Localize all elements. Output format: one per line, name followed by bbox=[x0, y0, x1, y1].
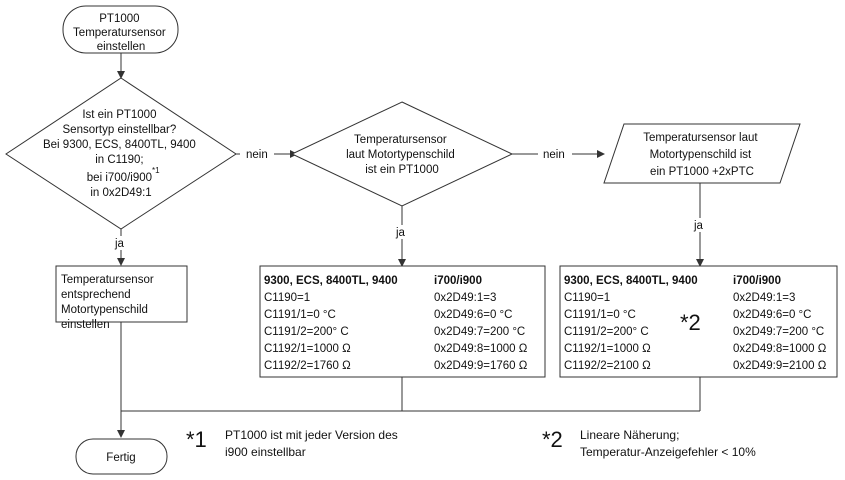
io-motor-pt1000-2xptc bbox=[603, 123, 801, 184]
table-mid-row-left: C1191/2=200° C bbox=[264, 326, 349, 338]
table-right-row-left: C1190=1 bbox=[564, 292, 610, 304]
edge-label-nein-2: nein bbox=[543, 149, 565, 161]
decision-motor-pt1000 bbox=[290, 101, 514, 207]
table-right-rows: C1190=1 0x2D49:1=3 C1191/1=0 °C 0x2D49:6… bbox=[564, 292, 827, 372]
table-mid-row-right: 0x2D49:7=200 °C bbox=[434, 326, 525, 338]
table-right-row-left: C1192/1=1000 Ω bbox=[564, 343, 651, 355]
end-label: Fertig bbox=[106, 452, 135, 464]
edge-label-ja-1: ja bbox=[114, 238, 125, 250]
table-right-marker: *2 bbox=[680, 310, 701, 335]
start-terminator bbox=[62, 5, 179, 54]
table-mid-row-right: 0x2D49:9=1760 Ω bbox=[434, 360, 528, 372]
process-set-per-nameplate bbox=[55, 265, 188, 323]
edge-label-nein-1: nein bbox=[246, 149, 268, 161]
table-mid-row-left: C1192/2=1760 Ω bbox=[264, 360, 351, 372]
table-right-row-left: C1191/2=200° C bbox=[564, 326, 649, 338]
table-mid-row-right: 0x2D49:8=1000 Ω bbox=[434, 343, 528, 355]
table-right-row-left: C1191/1=0 °C bbox=[564, 309, 636, 321]
decision1-label: Ist ein PT1000 Sensortyp einstellbar? Be… bbox=[43, 109, 199, 199]
table-mid-row-left: C1191/1=0 °C bbox=[264, 309, 336, 321]
process-table-pt1000 bbox=[259, 265, 546, 378]
decision1-footnote-ref: *1 bbox=[152, 166, 160, 175]
edge-label-ja-2: ja bbox=[395, 227, 406, 239]
table-right-row-left: C1192/2=2100 Ω bbox=[564, 360, 651, 372]
table-right-row-right: 0x2D49:7=200 °C bbox=[733, 326, 824, 338]
table-mid-rows: C1190=1 0x2D49:1=3 C1191/1=0 °C 0x2D49:6… bbox=[264, 292, 528, 372]
decision2-label: Temperatursensor laut Motortypenschild i… bbox=[346, 134, 458, 176]
table-right-row-right: 0x2D49:6=0 °C bbox=[733, 309, 811, 321]
table-right-header-right: i700/i900 bbox=[733, 275, 781, 287]
footnote-2-marker: *2 bbox=[542, 427, 563, 452]
table-mid-row-right: 0x2D49:1=3 bbox=[434, 292, 496, 304]
table-mid-row-left: C1192/1=1000 Ω bbox=[264, 343, 351, 355]
footnote-2-text: Lineare Näherung; Temperatur-Anzeigefehl… bbox=[580, 428, 756, 459]
footnote-1-marker: *1 bbox=[186, 427, 207, 452]
end-terminator bbox=[75, 438, 168, 475]
table-mid-header-left: 9300, ECS, 8400TL, 9400 bbox=[264, 275, 398, 287]
edge-label-ja-3: ja bbox=[693, 220, 704, 232]
table-mid-row-right: 0x2D49:6=0 °C bbox=[434, 309, 512, 321]
footnote-1-text: PT1000 ist mit jeder Version des i900 ei… bbox=[225, 428, 401, 459]
process-left-label: Temperatursensor entsprechend Motortypen… bbox=[61, 274, 157, 331]
table-right-row-right: 0x2D49:9=2100 Ω bbox=[733, 360, 827, 372]
decision-pt1000-settable bbox=[5, 77, 237, 230]
process-table-pt1000-2xptc bbox=[559, 265, 838, 378]
table-right-row-right: 0x2D49:1=3 bbox=[733, 292, 795, 304]
parallelogram-label: Temperatursensor laut Motortypenschild i… bbox=[643, 132, 761, 178]
table-mid-header-right: i700/i900 bbox=[434, 275, 482, 287]
start-label: PT1000 Temperatursensor einstellen bbox=[73, 13, 169, 53]
table-mid-row-left: C1190=1 bbox=[264, 292, 310, 304]
table-right-header-left: 9300, ECS, 8400TL, 9400 bbox=[564, 275, 698, 287]
table-right-row-right: 0x2D49:8=1000 Ω bbox=[733, 343, 827, 355]
